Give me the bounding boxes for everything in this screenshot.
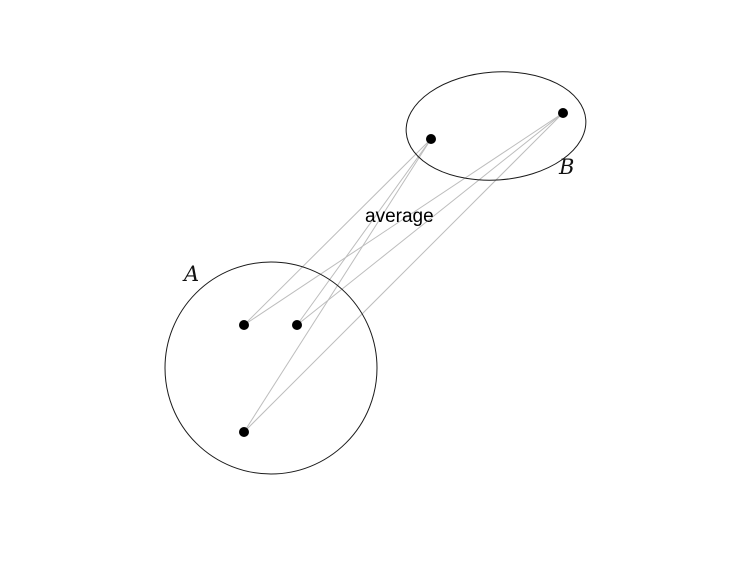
link-a1-b1 [243,138,432,326]
point-b1 [426,134,436,144]
link-a2-b1 [296,138,432,326]
set-b-label: B [558,155,574,179]
point-b2 [558,108,568,118]
set-b-points [426,108,568,144]
link-a3-b2 [243,112,564,433]
point-a1 [239,320,249,330]
set-a-label: A [182,262,199,286]
point-a2 [292,320,302,330]
link-a2-b2 [296,112,564,326]
set-a-points [239,320,302,437]
linkage-method-label: average [365,206,434,227]
link-a1-b2 [243,112,564,326]
set-b-outline [405,71,587,181]
set-a-outline [164,261,378,475]
point-a3 [239,427,249,437]
pairwise-links [243,112,564,433]
